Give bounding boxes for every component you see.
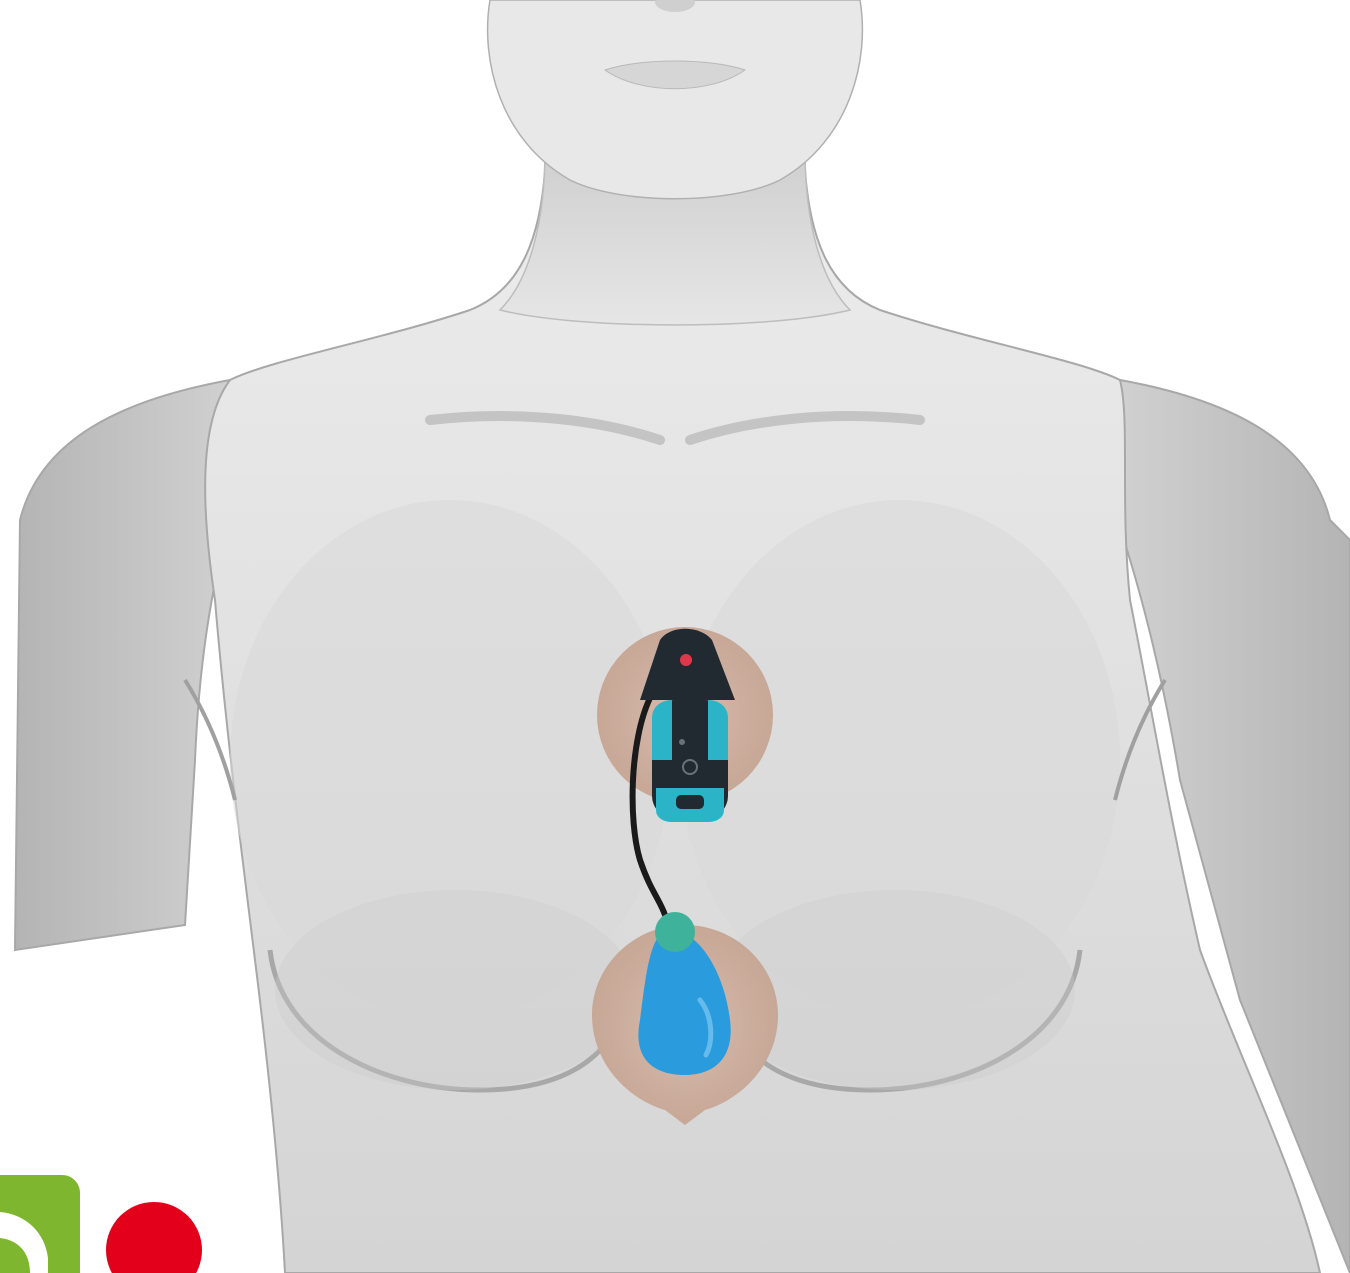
corner-badges	[0, 1175, 202, 1273]
monitor-port	[676, 795, 704, 809]
monitor-button-small	[679, 739, 685, 745]
record-dot-icon	[106, 1202, 202, 1273]
monitor-accent-left	[652, 700, 672, 760]
sensor-green-cap	[655, 912, 695, 952]
left-breast-shade	[275, 890, 635, 1090]
head	[488, 0, 863, 199]
monitor-accent-right	[708, 700, 728, 760]
monitor-led	[680, 654, 692, 666]
